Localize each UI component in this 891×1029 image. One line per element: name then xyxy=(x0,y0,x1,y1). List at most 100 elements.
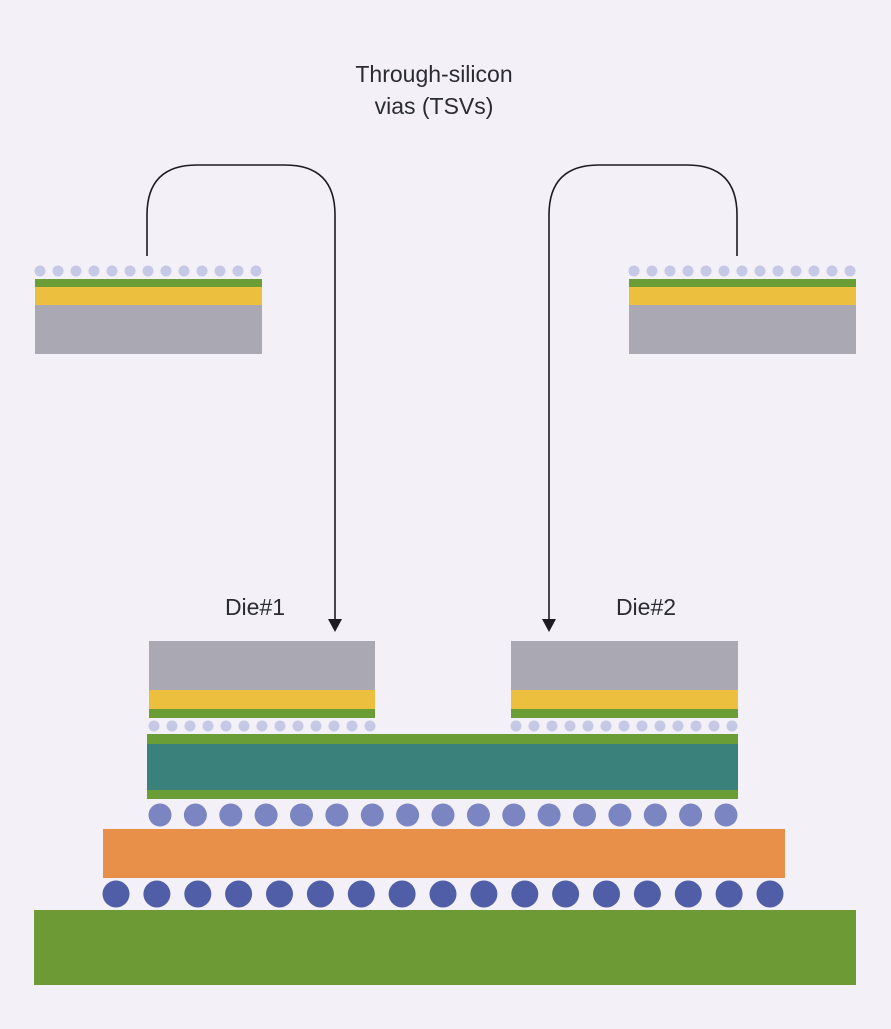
microbump xyxy=(184,720,196,732)
microbump xyxy=(220,720,232,732)
package-substrate xyxy=(103,829,785,878)
green-layer xyxy=(149,709,375,718)
bga-ball xyxy=(102,880,130,908)
interposer-bottom-edge xyxy=(147,790,738,799)
microbump xyxy=(232,265,244,277)
c4-bump xyxy=(219,803,243,827)
microbumps-die-1 xyxy=(148,720,376,732)
die-1 xyxy=(148,641,376,732)
bga-ball xyxy=(511,880,539,908)
microbump xyxy=(528,720,540,732)
bga-ball xyxy=(266,880,293,908)
microbump xyxy=(582,720,594,732)
metal-layer xyxy=(511,690,738,709)
microbump xyxy=(636,720,648,732)
c4-bump xyxy=(537,803,561,827)
arrowhead-right xyxy=(542,619,556,632)
microbump xyxy=(708,720,720,732)
microbump xyxy=(166,720,178,732)
die-top-right xyxy=(628,265,856,354)
bga-ball xyxy=(470,880,498,908)
microbump xyxy=(160,265,172,277)
silicon-layer xyxy=(511,641,738,690)
title-line-2: vias (TSVs) xyxy=(374,93,494,119)
bga-ball xyxy=(225,880,253,908)
microbump xyxy=(256,720,268,732)
microbumps-die-2 xyxy=(510,720,738,732)
microbump xyxy=(790,265,802,277)
die-top-left xyxy=(34,265,262,354)
microbump xyxy=(772,265,784,277)
microbump xyxy=(600,720,612,732)
microbump xyxy=(700,265,712,277)
microbump xyxy=(364,720,376,732)
pcb xyxy=(34,910,856,985)
microbump xyxy=(564,720,576,732)
microbump xyxy=(148,720,160,732)
c4-bumps xyxy=(148,803,738,827)
metal-layer xyxy=(629,287,856,305)
c4-bump xyxy=(290,803,313,827)
microbump xyxy=(682,265,694,277)
arrowhead-left xyxy=(328,619,342,632)
microbump xyxy=(34,265,46,277)
microbump xyxy=(690,720,702,732)
flip-arrow-left xyxy=(146,164,336,626)
interposer-top-edge xyxy=(147,734,738,744)
microbump xyxy=(328,720,340,732)
interposer-core xyxy=(147,744,738,790)
microbump xyxy=(826,265,838,277)
bga-ball xyxy=(429,880,457,908)
c4-bump xyxy=(466,803,490,827)
microbump xyxy=(646,265,658,277)
c4-bump xyxy=(608,803,632,827)
microbump xyxy=(202,720,214,732)
die-2-label: Die#2 xyxy=(615,594,677,620)
silicon-layer xyxy=(35,305,262,354)
title: Through-silicon vias (TSVs) xyxy=(0,58,868,122)
bga-ball xyxy=(593,880,620,908)
c4-bump xyxy=(573,803,596,827)
c4-bump xyxy=(643,803,667,827)
bga-balls xyxy=(102,880,784,908)
microbump xyxy=(628,265,640,277)
bga-ball xyxy=(674,880,702,908)
microbump xyxy=(310,720,322,732)
microbump xyxy=(844,265,856,277)
metal-layer xyxy=(149,690,375,709)
microbump xyxy=(142,265,154,277)
bga-ball xyxy=(347,880,375,908)
silicon-layer xyxy=(149,641,375,690)
die-2 xyxy=(510,641,738,732)
bga-ball xyxy=(756,880,784,908)
microbump xyxy=(726,720,738,732)
green-layer xyxy=(35,279,262,287)
c4-bump xyxy=(325,803,349,827)
microbump xyxy=(510,720,522,732)
bga-ball xyxy=(388,880,416,908)
microbump xyxy=(238,720,250,732)
bga-ball xyxy=(306,880,334,908)
microbump xyxy=(808,265,820,277)
microbumps-top-right xyxy=(628,265,856,277)
microbump xyxy=(292,720,304,732)
bga-ball xyxy=(184,880,212,908)
silicon-layer xyxy=(629,305,856,354)
c4-bump xyxy=(679,803,703,827)
c4-bump xyxy=(714,803,738,827)
microbump xyxy=(106,265,118,277)
bga-ball xyxy=(552,880,580,908)
microbump xyxy=(754,265,766,277)
green-layer xyxy=(629,279,856,287)
microbump xyxy=(718,265,730,277)
c4-bump xyxy=(431,803,455,827)
c4-bump xyxy=(502,803,526,827)
microbump xyxy=(52,265,64,277)
microbump xyxy=(664,265,676,277)
green-layer xyxy=(511,709,738,718)
microbump xyxy=(654,720,666,732)
c4-bump xyxy=(254,803,278,827)
bga-ball xyxy=(715,880,743,908)
